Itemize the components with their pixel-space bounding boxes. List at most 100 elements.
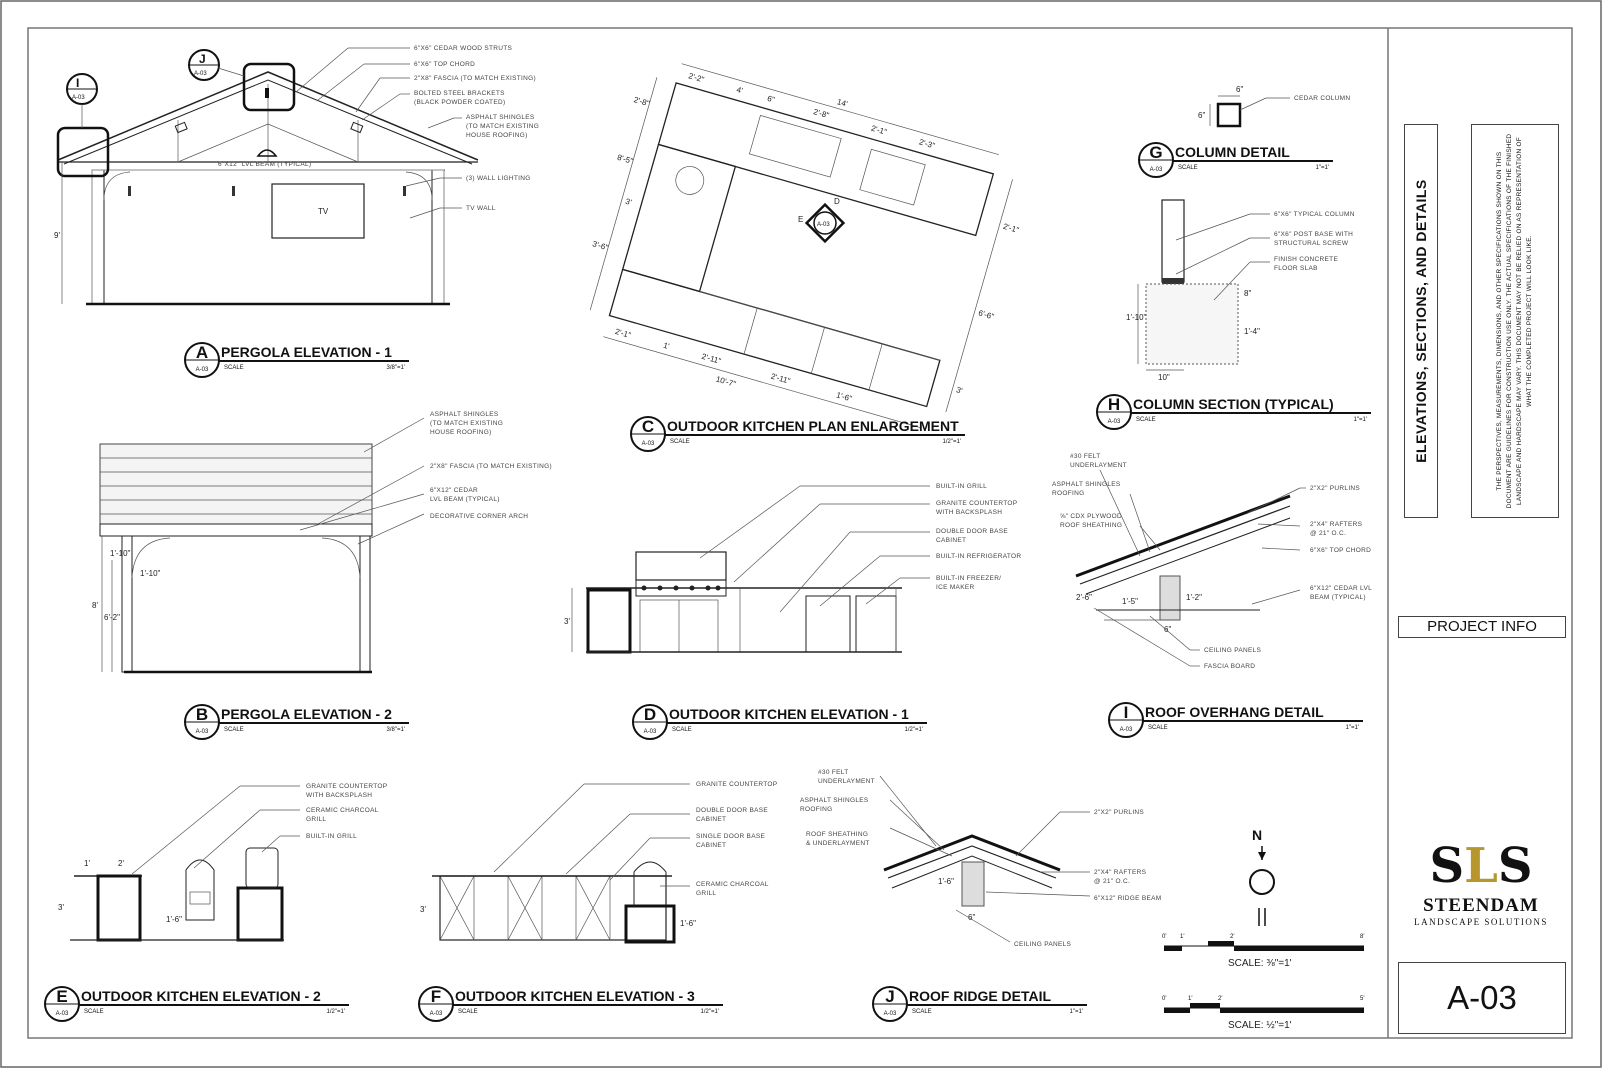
sheet-title: ELEVATIONS, SECTIONS, AND DETAILS <box>1413 179 1429 463</box>
svg-text:4': 4' <box>735 85 744 95</box>
svg-text:ASPHALT SHINGLES: ASPHALT SHINGLES <box>430 411 499 418</box>
view-i-roof-overhang: 2'-6" 1'-5" 1'-2" 6" #30 FELT UNDERLAYME… <box>1052 453 1372 670</box>
view-letter: I <box>1124 703 1129 722</box>
view-letter: E <box>56 987 67 1006</box>
view-sheet-ref: A-03 <box>430 1011 443 1017</box>
svg-text:#30 FELT: #30 FELT <box>818 769 848 776</box>
svg-text:8': 8' <box>92 601 98 610</box>
view-scale-value: 1/2"=1' <box>701 1009 719 1015</box>
svg-text:ICE MAKER: ICE MAKER <box>936 584 974 591</box>
svg-text:1'-2": 1'-2" <box>1186 593 1202 602</box>
svg-text:9': 9' <box>54 231 60 240</box>
svg-text:6"X12" CEDAR: 6"X12" CEDAR <box>430 487 478 494</box>
svg-text:I: I <box>76 76 79 90</box>
svg-text:2'-1": 2'-1" <box>870 124 888 137</box>
view-scale-word: SCALE <box>224 365 244 371</box>
svg-text:DOUBLE DOOR BASE: DOUBLE DOOR BASE <box>936 528 1008 535</box>
view-scale-value: 1"=1' <box>1346 725 1359 731</box>
view-sheet-ref: A-03 <box>1150 167 1163 173</box>
svg-text:BUILT-IN FREEZER/: BUILT-IN FREEZER/ <box>936 575 1001 582</box>
svg-text:⅝" CDX PLYWOOD: ⅝" CDX PLYWOOD <box>1060 513 1122 520</box>
detail-callout-box-i <box>56 126 110 178</box>
view-sheet-ref: A-03 <box>196 367 209 373</box>
svg-text:1'-10": 1'-10" <box>110 549 131 558</box>
svg-text:BUILT-IN REFRIGERATOR: BUILT-IN REFRIGERATOR <box>936 553 1021 560</box>
svg-text:6": 6" <box>968 913 975 922</box>
svg-text:(3) WALL LIGHTING: (3) WALL LIGHTING <box>466 175 531 182</box>
view-scale-word: SCALE <box>458 1009 478 1015</box>
svg-text:1'-10": 1'-10" <box>1126 313 1147 322</box>
svg-text:1': 1' <box>662 341 671 351</box>
view-c-kitchen-plan: 14' 2'-2" 4' 6" 2'-8" 2'-1" 2'-3" 2'-8" … <box>589 63 1020 428</box>
svg-text:6": 6" <box>1198 111 1205 120</box>
svg-text:FINISH CONCRETE: FINISH CONCRETE <box>1274 256 1338 263</box>
view-letter: D <box>644 705 656 724</box>
svg-text:2'-3": 2'-3" <box>918 137 936 150</box>
view-sheet-ref: A-03 <box>56 1011 69 1017</box>
svg-text:1': 1' <box>1180 934 1184 940</box>
svg-text:& UNDERLAYMENT: & UNDERLAYMENT <box>806 840 870 847</box>
svg-text:A-03: A-03 <box>72 95 85 101</box>
svg-text:1'-6": 1'-6" <box>680 919 696 928</box>
svg-text:HOUSE ROOFING): HOUSE ROOFING) <box>430 429 492 436</box>
view-scale-word: SCALE <box>84 1009 104 1015</box>
svg-text:A-03: A-03 <box>817 222 830 228</box>
svg-text:CEILING PANELS: CEILING PANELS <box>1014 941 1072 948</box>
svg-text:8'-5": 8'-5" <box>616 153 634 166</box>
svg-text:DECORATIVE CORNER ARCH: DECORATIVE CORNER ARCH <box>430 513 528 520</box>
svg-text:2': 2' <box>118 859 124 868</box>
svg-text:6"X12" CEDAR LVL: 6"X12" CEDAR LVL <box>1310 585 1372 592</box>
svg-text:2'-1": 2'-1" <box>1002 222 1020 235</box>
svg-text:(BLACK POWDER COATED): (BLACK POWDER COATED) <box>414 99 505 106</box>
sheet-title-box: ELEVATIONS, SECTIONS, AND DETAILS <box>1404 124 1438 518</box>
svg-text:10": 10" <box>1158 373 1170 382</box>
svg-text:N: N <box>1252 827 1262 843</box>
view-letter: G <box>1149 143 1162 162</box>
svg-text:ASPHALT SHINGLES: ASPHALT SHINGLES <box>800 797 869 804</box>
svg-text:2'-11": 2'-11" <box>770 372 792 386</box>
view-title-text: OUTDOOR KITCHEN PLAN ENLARGEMENT <box>667 418 959 434</box>
svg-text:2'-8": 2'-8" <box>812 107 830 120</box>
svg-text:1': 1' <box>1188 996 1192 1002</box>
view-title-text: OUTDOOR KITCHEN ELEVATION - 3 <box>455 988 695 1004</box>
svg-text:1': 1' <box>84 859 90 868</box>
svg-text:@ 21" O.C.: @ 21" O.C. <box>1310 530 1346 537</box>
svg-text:GRANITE COUNTERTOP: GRANITE COUNTERTOP <box>936 500 1017 507</box>
svg-text:1'-5": 1'-5" <box>1122 597 1138 606</box>
svg-text:GRILL: GRILL <box>306 816 326 823</box>
svg-text:UNDERLAYMENT: UNDERLAYMENT <box>818 778 875 785</box>
view-letter: F <box>431 987 441 1006</box>
view-e-kitchen-elevation-2: 3' 1' 2' 1'-6" GRANITE COUNTERTOP WITH B… <box>58 783 387 942</box>
svg-text:TV WALL: TV WALL <box>466 205 496 212</box>
svg-text:2"X8" FASCIA (TO MATCH EXISTIN: 2"X8" FASCIA (TO MATCH EXISTING) <box>414 75 536 82</box>
view-scale-value: 1/2"=1' <box>327 1009 345 1015</box>
svg-text:2'-11": 2'-11" <box>701 352 723 366</box>
svg-text:2'-6": 2'-6" <box>1076 593 1092 602</box>
north-arrow: N <box>1249 827 1275 926</box>
scalebar-1: 0' 1' 2' 8' SCALE: ⅜"=1' <box>1162 934 1364 969</box>
svg-text:WITH BACKSPLASH: WITH BACKSPLASH <box>936 509 1002 516</box>
view-j-roof-ridge: 1'-6" 6" #30 FELT UNDERLAYMENT ASPHALT S… <box>800 769 1161 948</box>
svg-text:BUILT-IN GRILL: BUILT-IN GRILL <box>936 483 987 490</box>
svg-text:1'-6": 1'-6" <box>938 877 954 886</box>
svg-text:CABINET: CABINET <box>696 816 726 823</box>
view-sheet-ref: A-03 <box>644 729 657 735</box>
svg-text:(TO MATCH EXISTING: (TO MATCH EXISTING <box>430 420 503 427</box>
svg-text:GRANITE COUNTERTOP: GRANITE COUNTERTOP <box>696 781 777 788</box>
svg-text:6"X6" POST BASE WITH: 6"X6" POST BASE WITH <box>1274 231 1353 238</box>
svg-text:1'-4": 1'-4" <box>1244 327 1260 336</box>
svg-text:2'-1": 2'-1" <box>614 327 632 340</box>
view-b-pergola-elevation-2: 8' 6'-2" 1'-10" 1'-10" ASPHALT SHINGLES … <box>92 411 552 674</box>
view-d-kitchen-elevation-1: 3' BUILT-IN GRILL GRANITE COUNTERTOP WIT… <box>564 483 1021 654</box>
svg-text:ROOFING: ROOFING <box>800 806 832 813</box>
svg-text:GRANITE COUNTERTOP: GRANITE COUNTERTOP <box>306 783 387 790</box>
svg-text:SCALE: ½"=1': SCALE: ½"=1' <box>1228 1020 1292 1031</box>
svg-text:(TO MATCH EXISTING: (TO MATCH EXISTING <box>466 123 539 130</box>
svg-text:3': 3' <box>564 617 570 626</box>
